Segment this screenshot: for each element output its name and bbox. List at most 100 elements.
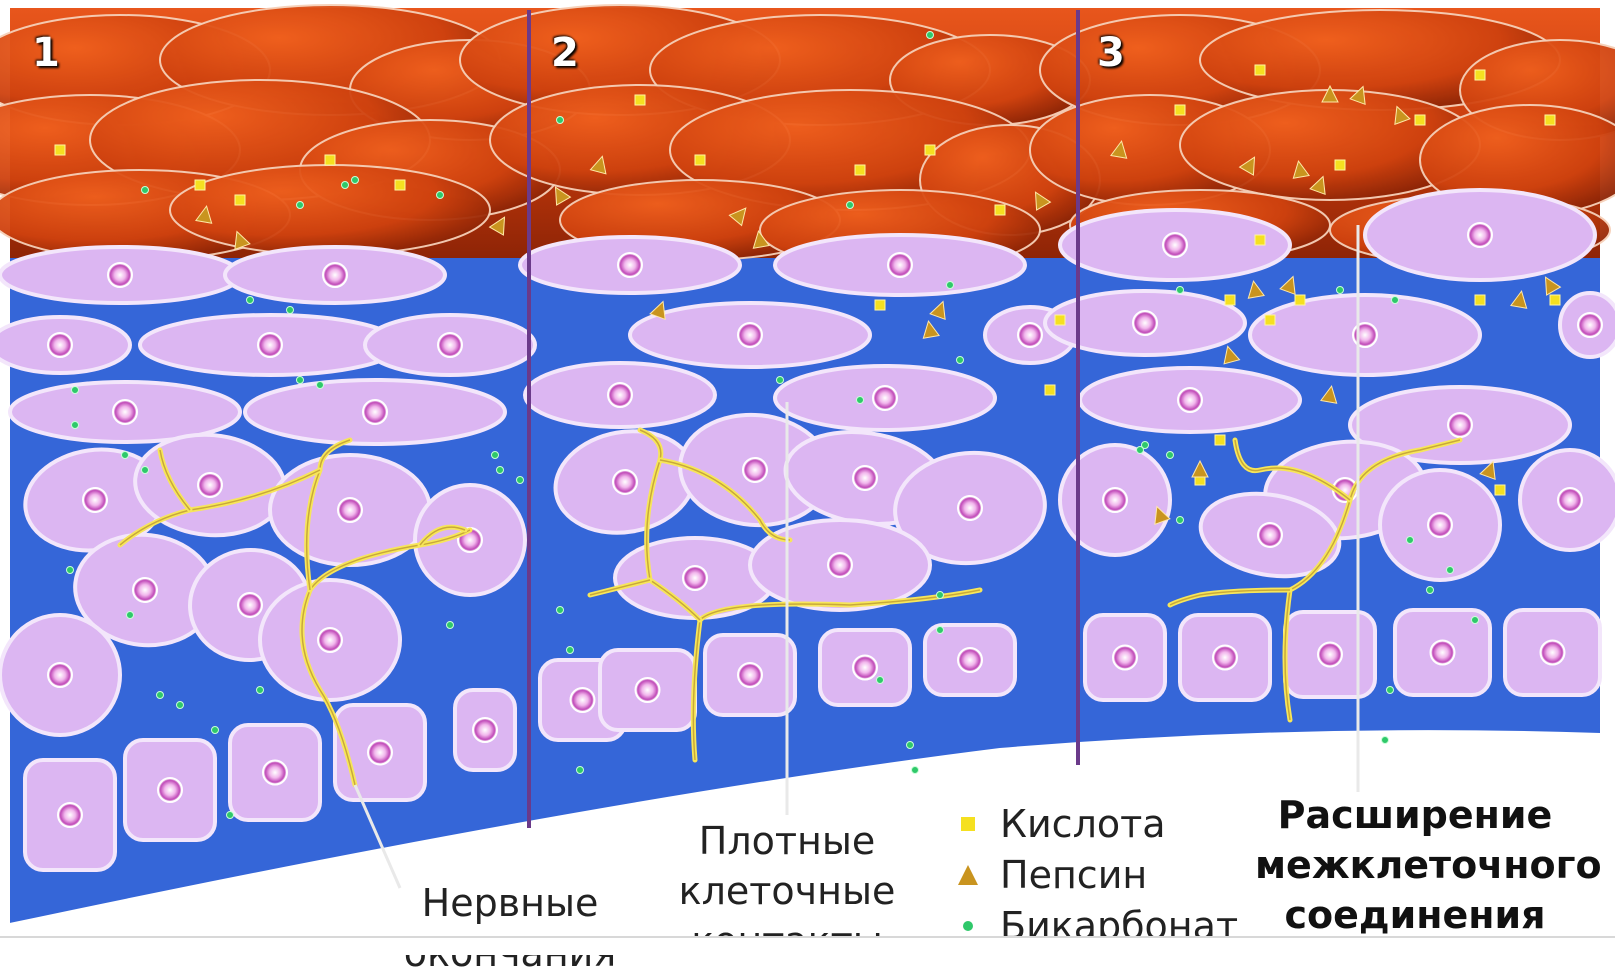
cell-nucleus (197, 472, 223, 498)
epithelial-cell (750, 520, 930, 610)
epithelial-cell (525, 363, 715, 427)
acid-particle (1415, 115, 1425, 125)
bicarbonate-particle (1167, 452, 1174, 459)
cell-nucleus (237, 592, 263, 618)
epithelial-cell (1520, 450, 1615, 550)
acid-particle (855, 165, 865, 175)
acid-particle (1335, 160, 1345, 170)
cell-nucleus (957, 495, 983, 521)
acid-particle (1475, 295, 1485, 305)
acid-particle (1255, 65, 1265, 75)
legend-label-pepsin: Пепсин (1000, 853, 1147, 897)
cell-nucleus (113, 400, 137, 424)
cell-nucleus (1558, 488, 1582, 512)
bicarbonate-particle (352, 177, 359, 184)
cell-nucleus (1133, 311, 1157, 335)
legend-label-acid: Кислота (1000, 802, 1166, 846)
epithelial-cell (1505, 610, 1600, 695)
epithelial-cell (230, 725, 320, 820)
acid-particle (1055, 315, 1065, 325)
epithelial-cell (1365, 190, 1595, 280)
bicarbonate-particle (877, 677, 884, 684)
acid-particle (1550, 295, 1560, 305)
epithelial-cell (225, 247, 445, 303)
epithelial-cell (260, 580, 400, 700)
cell-nucleus (1541, 641, 1565, 665)
epithelial-cell (775, 366, 995, 430)
cell-nucleus (48, 663, 72, 687)
epithelial-cell (0, 615, 120, 735)
bicarbonate-particle (177, 702, 184, 709)
cell-nucleus (1018, 323, 1042, 347)
bicarbonate-particle (287, 307, 294, 314)
cell-nucleus (742, 457, 768, 483)
cell-nucleus (738, 663, 762, 687)
bicarbonate-dot-icon (950, 921, 986, 931)
bicarbonate-particle (72, 387, 79, 394)
bicarbonate-particle (927, 32, 934, 39)
acid-particle (325, 155, 335, 165)
bicarbonate-particle (1447, 567, 1454, 574)
legend-item-pepsin: Пепсин (950, 853, 1147, 897)
cell-nucleus (438, 333, 462, 357)
cell-nucleus (683, 566, 707, 590)
bicarbonate-particle (1177, 517, 1184, 524)
cell-nucleus (958, 648, 982, 672)
epithelial-cell (520, 237, 740, 293)
cell-nucleus (263, 761, 287, 785)
acid-particle (1045, 385, 1055, 395)
bicarbonate-particle (342, 182, 349, 189)
bicarbonate-particle (1387, 687, 1394, 694)
esophageal-mucosa-diagram: 1 2 3 Нервные окончания Плотные клеточны… (0, 0, 1615, 953)
cell-nucleus (323, 263, 347, 287)
cell-nucleus (258, 333, 282, 357)
bicarbonate-particle (227, 812, 234, 819)
bicarbonate-particle (1177, 287, 1184, 294)
bicarbonate-particle (577, 767, 584, 774)
acid-particle (1255, 235, 1265, 245)
acid-particle (1225, 295, 1235, 305)
acid-particle (235, 195, 245, 205)
bicarbonate-particle (912, 767, 919, 774)
bicarbonate-particle (297, 202, 304, 209)
dilation-label: Расширение межклеточного соединения (1255, 790, 1575, 940)
cell-nucleus (828, 553, 852, 577)
acid-particle (1545, 115, 1555, 125)
cell-nucleus (571, 688, 595, 712)
cell-nucleus (1578, 313, 1602, 337)
bicarbonate-particle (957, 357, 964, 364)
acid-particle (1475, 70, 1485, 80)
bicarbonate-particle (212, 727, 219, 734)
bicarbonate-particle (567, 647, 574, 654)
bicarbonate-particle (1382, 737, 1389, 744)
acid-particle (1265, 315, 1275, 325)
bicarbonate-particle (122, 452, 129, 459)
cell-nucleus (1103, 488, 1127, 512)
cell-nucleus (473, 718, 497, 742)
cell-nucleus (158, 778, 182, 802)
acid-particle (1215, 435, 1225, 445)
cell-nucleus (48, 333, 72, 357)
cell-nucleus (618, 253, 642, 277)
bicarbonate-particle (247, 297, 254, 304)
bicarbonate-particle (847, 202, 854, 209)
cell-nucleus (1428, 513, 1452, 537)
bicarbonate-particle (157, 692, 164, 699)
epithelial-cell (0, 317, 130, 373)
bicarbonate-particle (1137, 447, 1144, 454)
bicarbonate-particle (127, 612, 134, 619)
epithelial-cell (705, 635, 795, 715)
panel-number-1: 1 (32, 30, 60, 76)
bicarbonate-particle (937, 627, 944, 634)
bicarbonate-particle (297, 377, 304, 384)
cell-nucleus (368, 741, 392, 765)
bicarbonate-particle (777, 377, 784, 384)
epithelial-cell (125, 740, 215, 840)
bicarbonate-particle (1407, 537, 1414, 544)
cell-nucleus (58, 803, 82, 827)
epithelial-cell (820, 630, 910, 705)
epithelial-cell (365, 315, 535, 375)
cell-nucleus (1448, 413, 1472, 437)
acid-particle (1175, 105, 1185, 115)
bicarbonate-particle (67, 567, 74, 574)
